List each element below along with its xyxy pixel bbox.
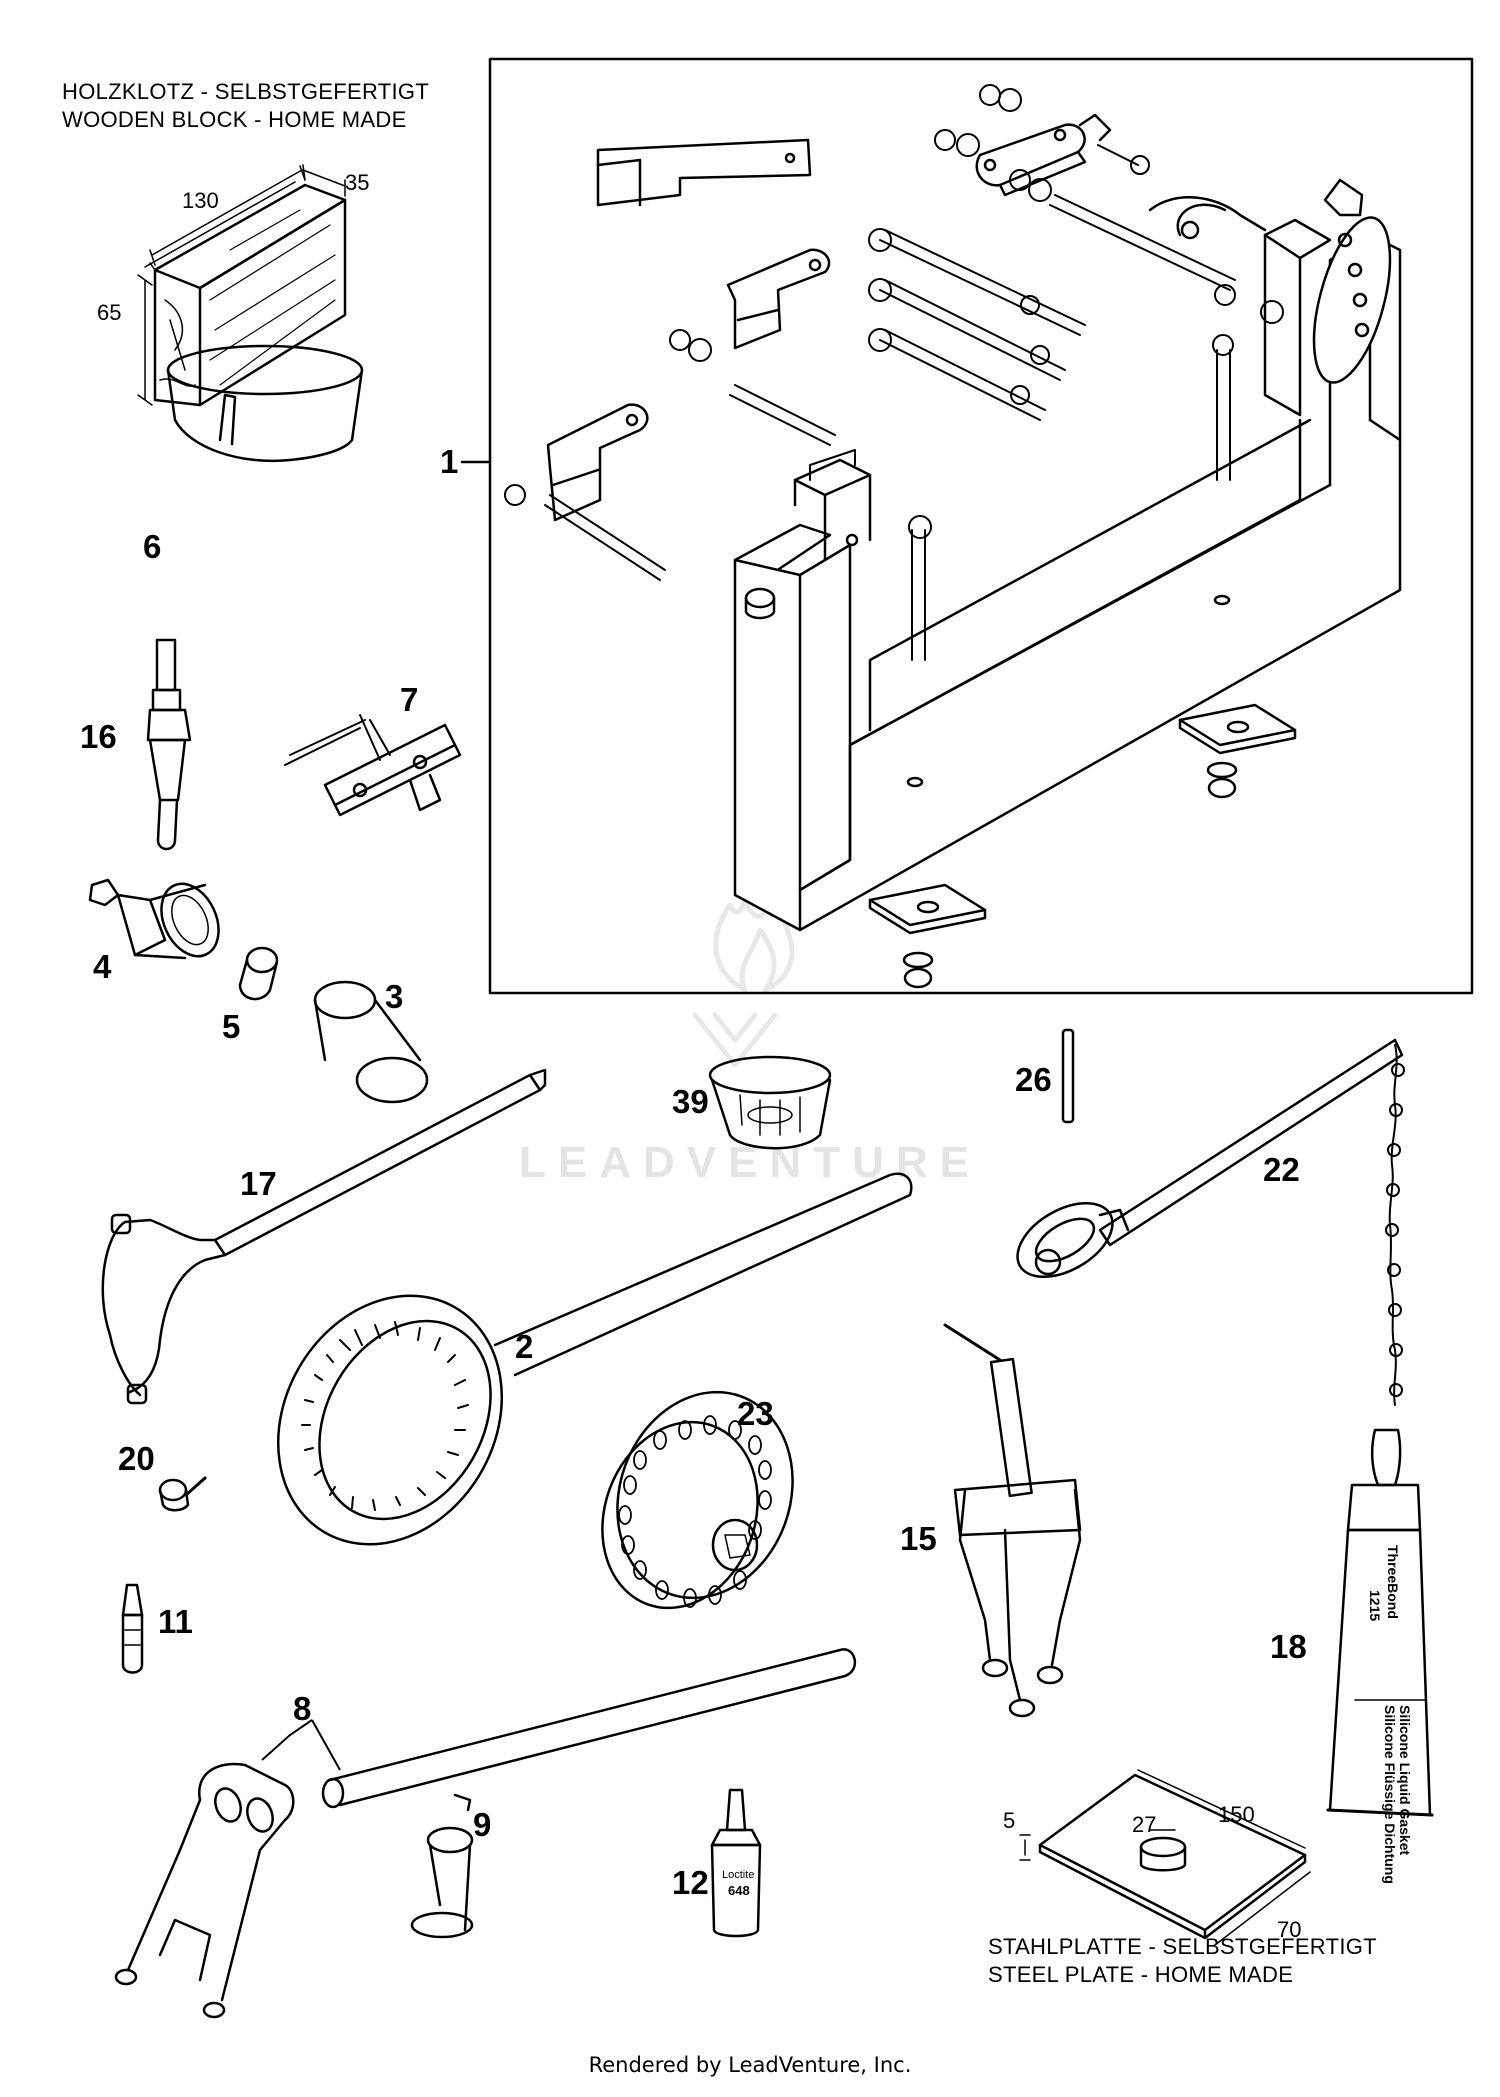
item-1-frame	[488, 57, 1474, 995]
steel-plate-dim-hole: 27	[1132, 1812, 1157, 1837]
callout-20[interactable]: 20	[118, 1440, 155, 1477]
item-23-flywheel-holder	[601, 1390, 794, 1610]
callout-17[interactable]: 17	[240, 1165, 277, 1202]
item-1-engine-stand	[504, 84, 1402, 989]
steel-plate-dim-length: 150	[1218, 1802, 1255, 1827]
steel-plate-drawing	[1019, 1769, 1311, 1946]
steel-plate-dim-thickness: 5	[1003, 1808, 1016, 1833]
callout-9[interactable]: 9	[473, 1806, 492, 1843]
item-18-sealant-tube	[1326, 1428, 1434, 1817]
item-8-holding-bracket	[114, 1648, 857, 2019]
wooden-block-dim-height: 65	[97, 300, 122, 325]
watermark-logo	[692, 897, 795, 1068]
item-5-sleeve	[238, 946, 279, 1001]
wooden-block-caption-de: HOLZKLOTZ - SELBSTGEFERTIGT	[62, 79, 430, 104]
item-15-three-arm-puller	[943, 1323, 1082, 1718]
item-4-puller-cup	[88, 878, 220, 960]
item-6-ring	[166, 344, 364, 463]
item-22-chain-wrench	[1016, 1038, 1405, 1406]
callout-8[interactable]: 8	[293, 1690, 312, 1727]
callout-22[interactable]: 22	[1263, 1151, 1300, 1188]
callout-16[interactable]: 16	[80, 718, 117, 755]
svg-text:648: 648	[728, 1883, 750, 1898]
item-9-clamp	[410, 1793, 474, 1939]
steel-plate-dim-width: 70	[1277, 1917, 1302, 1942]
callout-11[interactable]: 11	[158, 1603, 193, 1640]
callout-39[interactable]: 39	[672, 1083, 709, 1120]
callout-6[interactable]: 6	[143, 528, 162, 565]
watermark-text: LEADVENTURE	[518, 1138, 982, 1187]
item-2-clutch-holder	[276, 1172, 913, 1546]
footer-credit: Rendered by LeadVenture, Inc.	[588, 2053, 912, 2077]
svg-text:Loctite: Loctite	[722, 1869, 754, 1881]
item-11-cartridge	[121, 1583, 144, 1674]
callout-4[interactable]: 4	[93, 948, 112, 985]
callout-1[interactable]: 1	[440, 443, 459, 480]
item-26-pin	[1061, 1028, 1075, 1124]
item-39-oil-filter-wrench	[708, 1055, 832, 1150]
callout-18[interactable]: 18	[1270, 1628, 1307, 1665]
wooden-block-caption-en: WOODEN BLOCK - HOME MADE	[62, 107, 407, 132]
callout-26[interactable]: 26	[1015, 1061, 1052, 1098]
callout-2[interactable]: 2	[515, 1328, 534, 1365]
item-18-tube-labels: ThreeBond 1215 Silicone Liquid Gasket Si…	[1367, 1545, 1413, 1884]
steel-plate-caption-de: STAHLPLATTE - SELBSTGEFERTIGT	[988, 1934, 1377, 1959]
callout-12[interactable]: 12	[672, 1864, 709, 1901]
item-12-adhesive-bottle	[710, 1788, 762, 1938]
callout-23[interactable]: 23	[737, 1395, 774, 1432]
callout-3[interactable]: 3	[385, 978, 404, 1015]
callout-15[interactable]: 15	[900, 1520, 937, 1557]
callout-5[interactable]: 5	[222, 1008, 241, 1045]
svg-text:Silicone Liquid Gasket: Silicone Liquid Gasket	[1397, 1705, 1413, 1855]
wooden-block-dim-width: 35	[345, 170, 370, 195]
item-16-slide-hammer	[146, 638, 192, 851]
item-17-holding-tool	[101, 1068, 547, 1405]
item-20-screw	[158, 1476, 207, 1512]
steel-plate-caption-en: STEEL PLATE - HOME MADE	[988, 1962, 1294, 1987]
item-3-sleeve	[313, 980, 429, 1104]
callout-7[interactable]: 7	[400, 681, 419, 718]
item-7-puller-plate	[284, 714, 462, 817]
wooden-block-dim-length: 130	[182, 188, 219, 213]
item-12-bottle-labels: Loctite 648	[722, 1869, 754, 1898]
svg-text:ThreeBond: ThreeBond	[1385, 1545, 1401, 1619]
svg-text:Silicone Flüssige Dichtung: Silicone Flüssige Dichtung	[1382, 1705, 1398, 1884]
svg-text:1215: 1215	[1367, 1590, 1383, 1621]
